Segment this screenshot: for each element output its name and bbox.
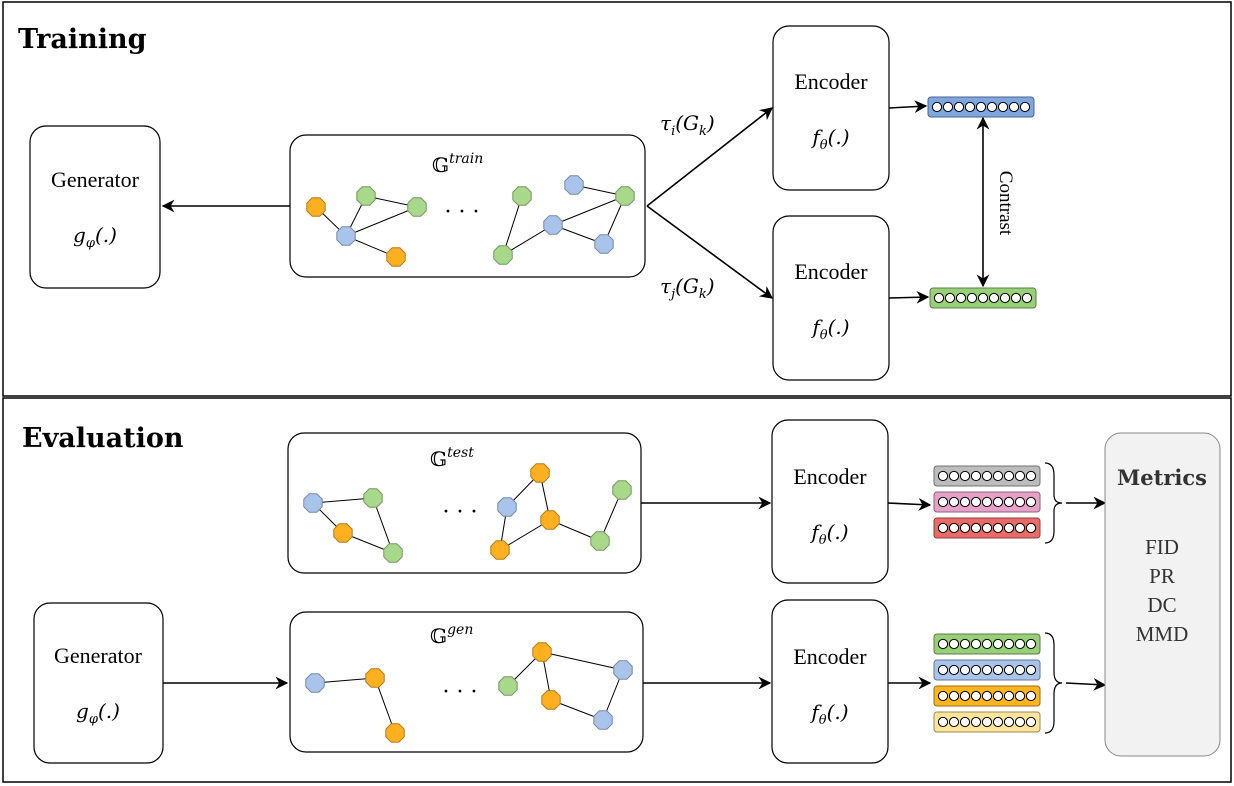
embedding-vector — [929, 287, 1037, 309]
graph-nodes — [303, 175, 635, 743]
graph-node — [356, 186, 376, 206]
test-ellipsis: · · · — [443, 500, 478, 525]
encoder-label: Encoder — [794, 69, 868, 94]
aug-i-arrow — [646, 107, 774, 207]
graph-node — [303, 493, 323, 513]
augmentation-i-label: τi(Gk) — [660, 111, 715, 139]
contrast-label: Contrast — [995, 171, 1016, 236]
encoder-label: Encoder — [794, 259, 868, 284]
graph-node — [615, 186, 635, 206]
graph-node — [540, 510, 560, 530]
evaluation-title: Evaluation — [22, 423, 184, 454]
embedding-vector — [927, 96, 1035, 118]
evaluation-embeddings — [933, 465, 1041, 733]
graph-node — [490, 540, 510, 560]
augmentation-j-label: τj(Gk) — [660, 274, 715, 302]
gen-embedding-vector — [933, 685, 1041, 707]
graph-node — [594, 234, 614, 254]
generator-function: gφ(.) — [76, 699, 120, 727]
metric-fid: FID — [1145, 535, 1179, 559]
encoder-test-output-arrow — [887, 498, 932, 511]
graph-node — [541, 690, 561, 710]
evaluation-encoder-gen: Encoder fθ(.) — [771, 599, 889, 764]
metrics-box: Metrics FID PR DC MMD — [1104, 432, 1221, 757]
graph-node — [543, 215, 563, 235]
graph-node — [532, 642, 552, 662]
encoder-bottom-output-arrow — [888, 290, 930, 304]
metrics-title: Metrics — [1117, 465, 1207, 490]
gen-dataset-box: 𝔾gen · · · — [289, 611, 644, 753]
gen-embedding-vector — [933, 659, 1041, 681]
training-encoder-top: Encoder fθ(.) — [772, 25, 890, 191]
encoder-function: fθ(.) — [810, 125, 849, 153]
training-generator-box: Generator gφ(.) — [29, 125, 161, 289]
test-embedding-vector — [933, 517, 1041, 539]
train-ellipsis: · · · — [445, 200, 480, 225]
generator-label: Generator — [51, 167, 140, 192]
graph-node — [365, 668, 385, 688]
encoder-function: fθ(.) — [809, 520, 848, 548]
graph-node — [512, 186, 532, 206]
training-embeddings — [927, 96, 1037, 309]
graph-node — [493, 245, 513, 265]
test-set-symbol: 𝔾test — [430, 445, 474, 471]
gen-embedding-vector — [933, 633, 1041, 655]
graph-node — [564, 175, 584, 195]
test-dataset-box: 𝔾test · · · — [287, 432, 642, 574]
encoder-label: Encoder — [793, 644, 867, 669]
training-panel — [2, 1, 1232, 397]
encoder-label: Encoder — [793, 464, 867, 489]
graph-node — [383, 543, 403, 563]
train-set-symbol: 𝔾train — [432, 151, 483, 177]
evaluation-generator-box: Generator gφ(.) — [33, 602, 164, 764]
graph-node — [497, 497, 517, 517]
graph-node — [305, 673, 325, 693]
metric-pr: PR — [1149, 564, 1175, 588]
test-embedding-vector — [933, 491, 1041, 513]
generator-function: gφ(.) — [73, 223, 117, 251]
training-title: Training — [18, 24, 147, 55]
gen-embedding-vector — [933, 711, 1041, 733]
encoder-function: fθ(.) — [809, 700, 848, 728]
graph-node — [407, 197, 427, 217]
graph-node — [530, 463, 550, 483]
train-dataset-box: 𝔾train · · · — [289, 134, 646, 278]
graph-node — [333, 523, 353, 543]
test-embeddings-brace — [1044, 462, 1063, 544]
gen-ellipsis: · · · — [443, 680, 478, 705]
graph-node — [593, 710, 613, 730]
evaluation-encoder-test: Encoder fθ(.) — [771, 419, 889, 584]
metric-mmd: MMD — [1136, 622, 1189, 646]
graph-node — [612, 480, 632, 500]
metric-dc: DC — [1147, 593, 1176, 617]
graph-node — [385, 723, 405, 743]
graph-node — [613, 660, 633, 680]
aug-j-arrow — [646, 205, 774, 299]
gen-embeddings-brace — [1044, 632, 1063, 734]
test-embedding-vector — [933, 465, 1041, 487]
graph-node — [386, 247, 406, 267]
graph-node — [306, 197, 326, 217]
graph-node — [498, 676, 518, 696]
evaluation-panel — [2, 397, 1232, 783]
encoder-function: fθ(.) — [810, 315, 849, 343]
gen-set-symbol: 𝔾gen — [430, 622, 473, 648]
encoder-top-output-arrow — [888, 100, 928, 114]
graph-node — [336, 226, 356, 246]
graph-node — [590, 531, 610, 551]
gen-to-metrics-arrow — [1065, 678, 1107, 691]
graph-node — [363, 488, 383, 508]
training-encoder-bottom: Encoder fθ(.) — [772, 215, 890, 381]
generator-label: Generator — [54, 643, 143, 668]
